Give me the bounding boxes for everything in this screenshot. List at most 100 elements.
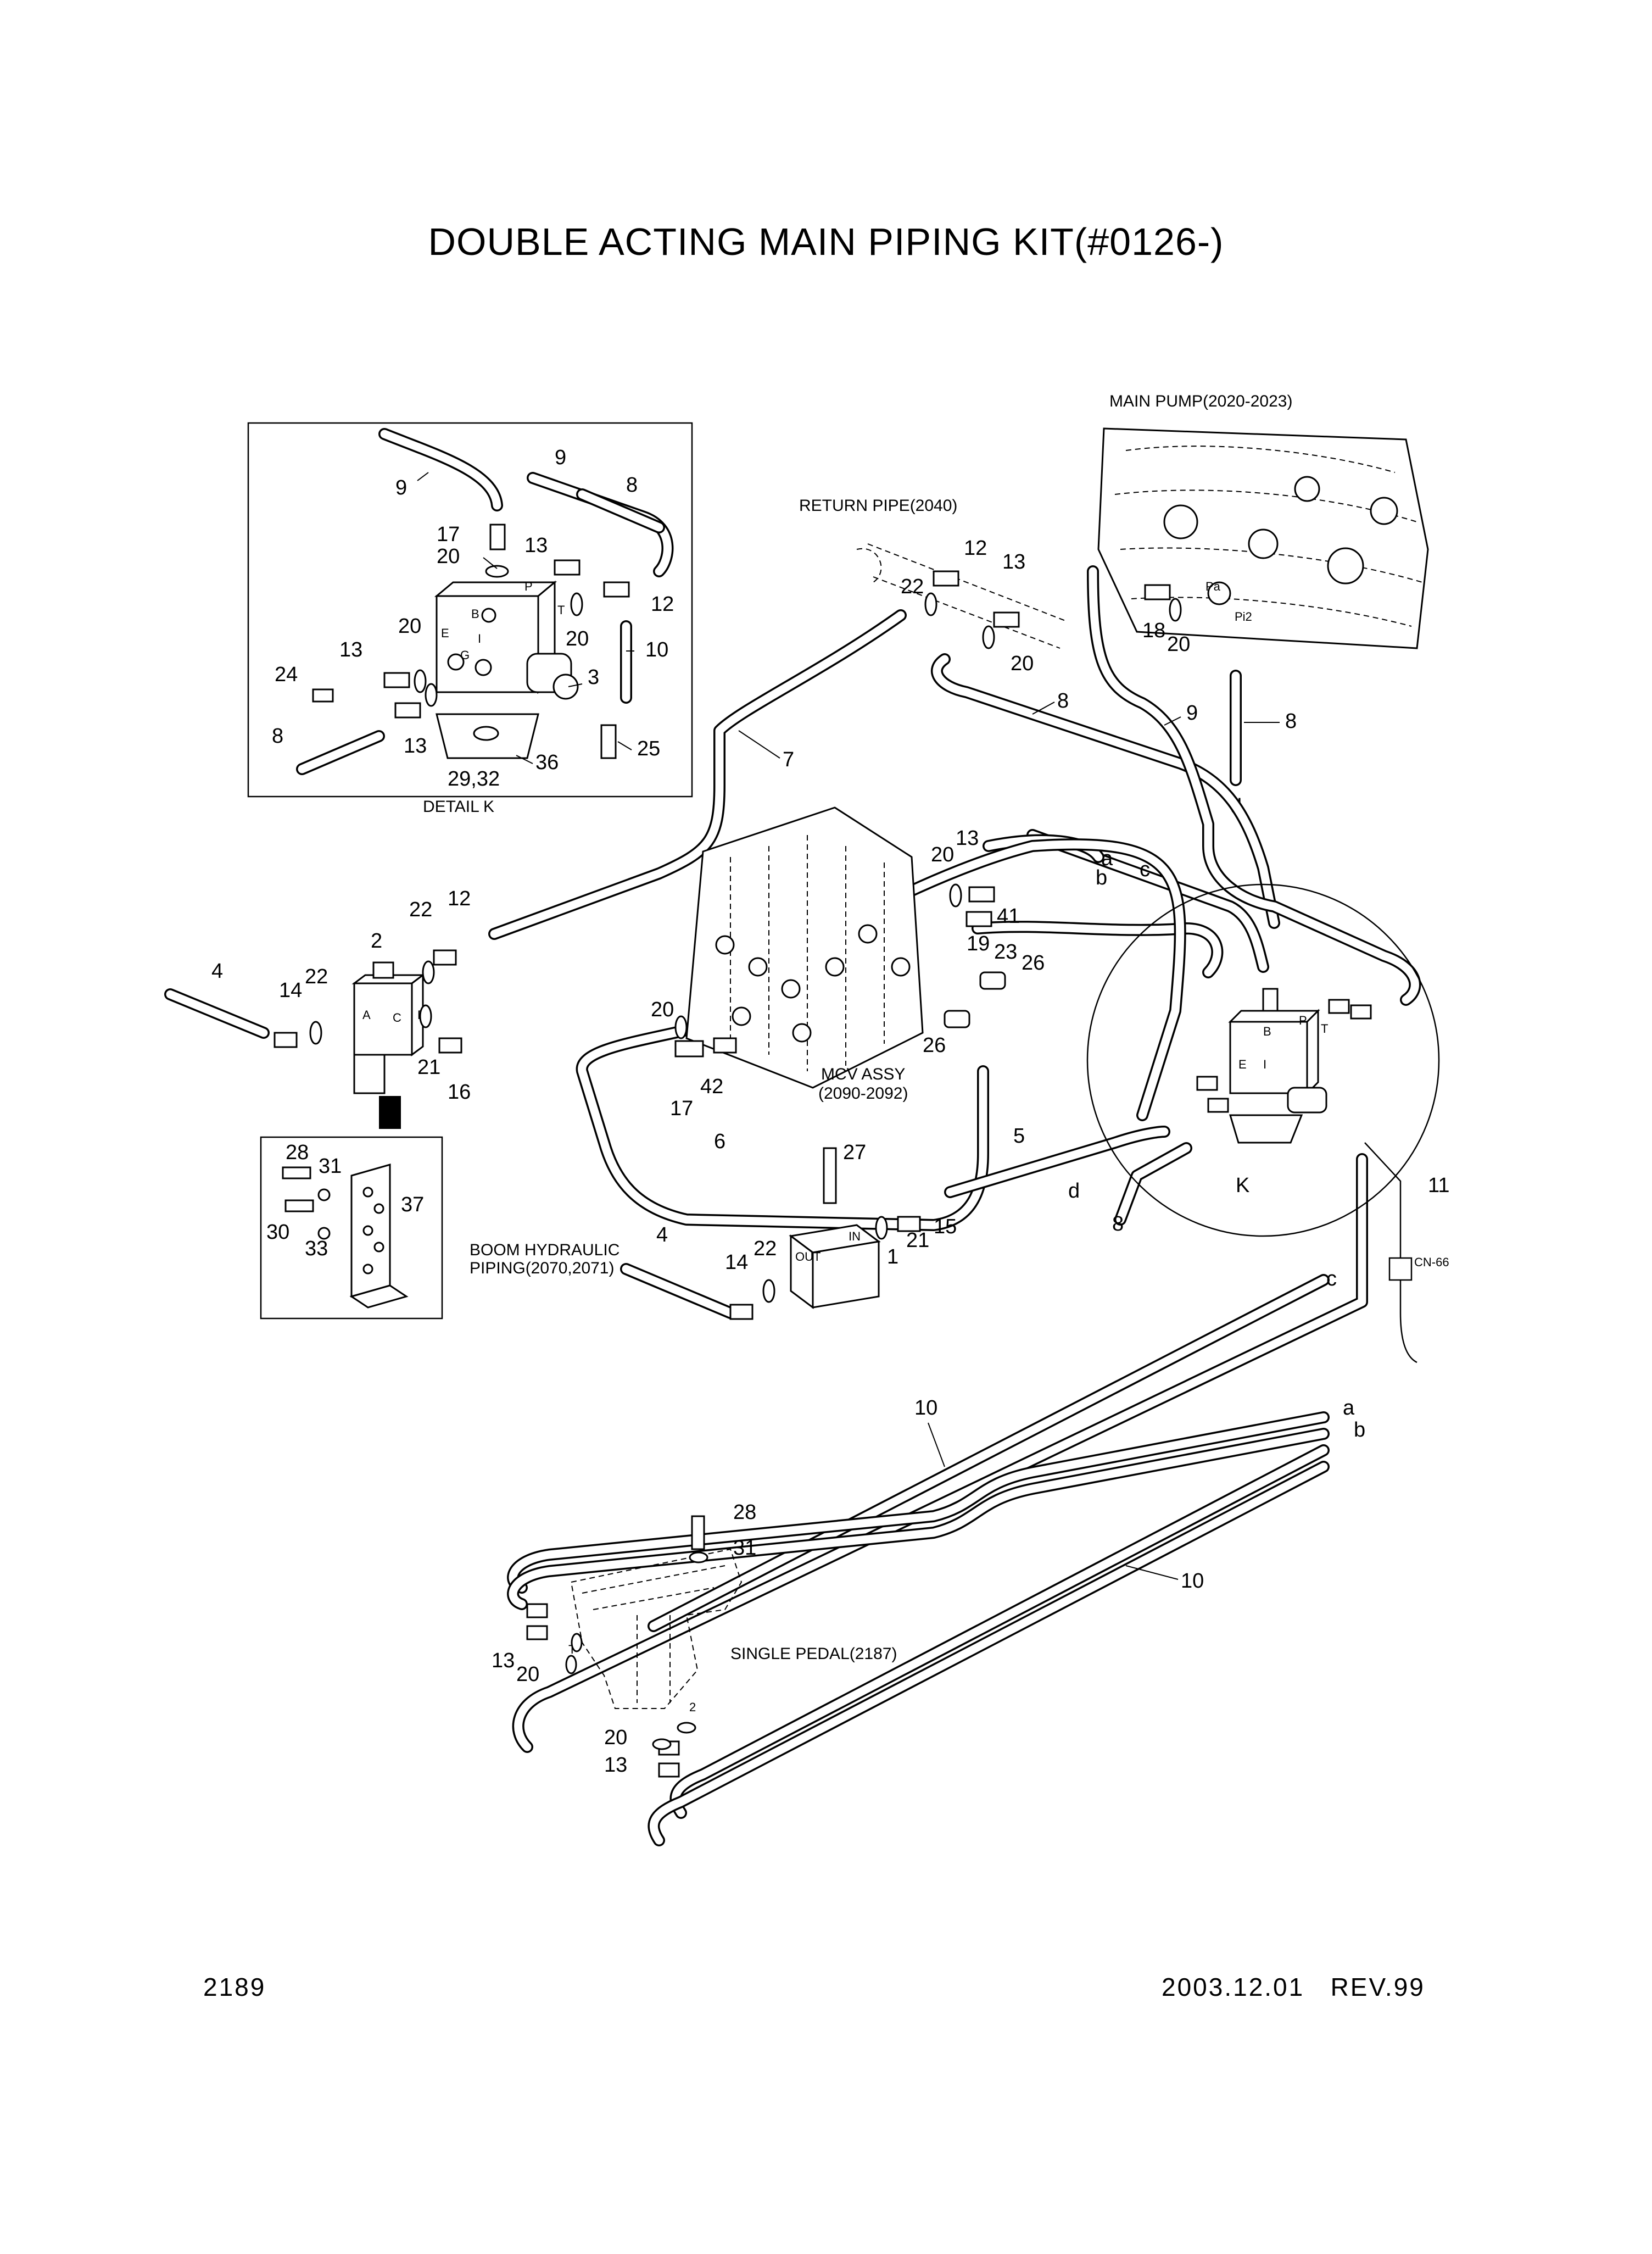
k-port-p: P — [1299, 1014, 1307, 1027]
valve-2-oring-22b — [422, 960, 435, 984]
return-pipe: RETURN PIPE(2040) 12 13 22 20 — [799, 497, 1066, 675]
k-port-b: B — [1263, 1025, 1271, 1038]
valve-1-port-in: IN — [849, 1229, 861, 1243]
valve-2-bracket — [353, 1054, 386, 1094]
detail-oring-20c — [414, 669, 427, 693]
callout-8: 8 — [626, 474, 638, 497]
mcv-oring-20b — [674, 1015, 688, 1039]
callout-22: 22 — [901, 575, 924, 598]
valve-2-oring-21 — [419, 1004, 432, 1028]
return-oring-22 — [924, 592, 937, 616]
callout-14: 14 — [279, 979, 302, 1002]
detail-oring-20a — [485, 565, 509, 578]
callout-13: 13 — [1002, 550, 1025, 574]
valve-1-fitting-14 — [729, 1304, 754, 1320]
k-solenoid — [1287, 1087, 1327, 1114]
callout-12: 12 — [964, 537, 987, 560]
hose-routing — [164, 565, 1421, 1846]
detail-port-t: T — [557, 603, 565, 617]
mcv-flange-23 — [979, 971, 1006, 990]
callout-15: 15 — [934, 1215, 957, 1238]
callout-13: 13 — [339, 638, 362, 661]
callout-8: 8 — [1285, 710, 1297, 733]
callout-27: 27 — [843, 1141, 866, 1164]
callout-13: 13 — [404, 734, 427, 758]
callout-28: 28 — [733, 1501, 756, 1524]
callout-4: 4 — [211, 960, 223, 983]
callout-21: 21 — [906, 1229, 929, 1252]
valve-1-oring-22 — [762, 1279, 775, 1303]
callout-31: 31 — [319, 1155, 342, 1178]
callout-20: 20 — [931, 843, 954, 866]
mcv-oring-20 — [949, 883, 962, 908]
detail-plug-24 — [312, 688, 334, 703]
detail-k-ring — [1086, 883, 1440, 1237]
bolt-28 — [282, 1166, 311, 1179]
detail-oring-20d — [425, 683, 438, 707]
callout-4: 4 — [656, 1223, 668, 1246]
callout-17: 17 — [670, 1097, 693, 1120]
callout-11: 11 — [1428, 1174, 1449, 1197]
k-port-e: E — [1238, 1058, 1247, 1071]
detail-oring-20b — [570, 592, 583, 616]
callout-20: 20 — [437, 545, 460, 568]
mcv-fitting-13 — [968, 886, 995, 903]
callout-20: 20 — [651, 998, 674, 1021]
boom-caption-line2: PIPING(2070,2071) — [470, 1259, 614, 1277]
callout-9: 9 — [1186, 702, 1198, 725]
callout-37: 37 — [401, 1193, 424, 1216]
bolt-27 — [823, 1147, 837, 1204]
page-title: DOUBLE ACTING MAIN PIPING KIT(#0126-) — [428, 220, 1224, 263]
callout-18: 18 — [1142, 619, 1165, 642]
bracket-foot — [349, 1284, 409, 1309]
detail-k-caption: DETAIL K — [423, 798, 494, 816]
pump-oring-20 — [1169, 598, 1182, 622]
letter-b: b — [1096, 866, 1107, 889]
detail-port-e-hole — [447, 653, 465, 671]
detail-port-b: B — [471, 607, 479, 621]
return-fitting-12 — [933, 570, 959, 587]
pedal-washer-31 — [689, 1551, 708, 1563]
callout-20: 20 — [1011, 652, 1034, 675]
callout-36: 36 — [535, 751, 559, 774]
return-pipe-outline — [856, 543, 1066, 649]
callout-10: 10 — [914, 1396, 937, 1420]
detail-fitting-13b — [383, 672, 410, 688]
callout-2: 2 — [371, 930, 382, 953]
callout-13: 13 — [524, 534, 548, 557]
callout-31: 31 — [733, 1537, 756, 1560]
k-port-i: I — [1263, 1058, 1266, 1071]
valve-1-oring-21 — [875, 1216, 888, 1240]
callout-13: 13 — [604, 1754, 627, 1777]
callout-24: 24 — [275, 663, 298, 686]
pump-fitting-18 — [1144, 584, 1171, 600]
mcv-caption-line1: MCV ASSY — [821, 1065, 905, 1083]
boom-caption-line1: BOOM HYDRAULIC — [470, 1241, 620, 1259]
k-valve-side — [1306, 1009, 1319, 1095]
callout-14: 14 — [725, 1251, 748, 1274]
callout-20: 20 — [604, 1726, 627, 1749]
detail-bracket-bolt — [473, 726, 499, 741]
bolt-30 — [284, 1199, 314, 1212]
callout-29-32: 29,32 — [448, 767, 500, 791]
return-fitting-13 — [993, 611, 1020, 628]
detail-fitting-12 — [603, 581, 630, 598]
callout-8: 8 — [1057, 689, 1069, 713]
valve-2-side — [411, 973, 424, 1056]
callout-26: 26 — [1022, 951, 1045, 975]
detail-bolt-25 — [600, 724, 617, 759]
valve-2-port-a: A — [362, 1008, 371, 1022]
k-bracket — [1229, 1114, 1303, 1144]
return-pipe-caption: RETURN PIPE(2040) — [799, 497, 957, 515]
valve-1-front — [812, 1240, 880, 1309]
page-number: 2189 — [203, 1973, 266, 2001]
revision-date: 2003.12.01 REV.99 — [1162, 1973, 1425, 2001]
valve-2-port-c: C — [393, 1011, 401, 1025]
pump-port-pa: Pa — [1205, 580, 1221, 593]
callout-28: 28 — [286, 1141, 309, 1164]
valve-2-fitting-14 — [274, 1032, 298, 1048]
callout-23: 23 — [994, 940, 1017, 964]
detail-k-panel: DETAIL K B P — [247, 422, 693, 816]
callout-22: 22 — [305, 965, 328, 988]
mcv-assembly: MCV ASSY (2090-2092) — [674, 806, 1006, 1103]
